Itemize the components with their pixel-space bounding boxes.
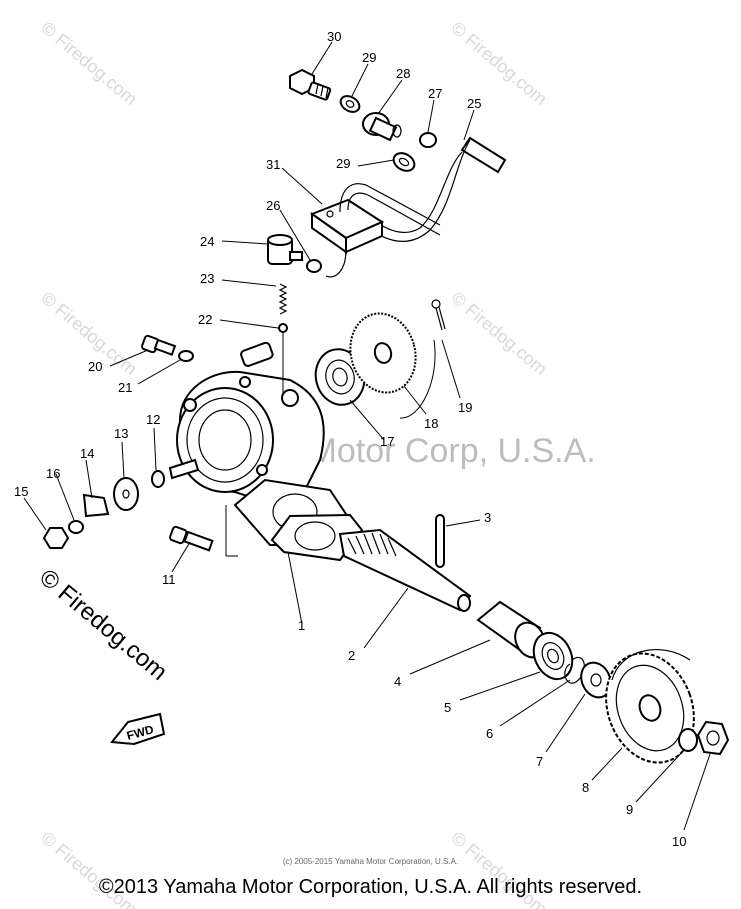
washer-part-lower (392, 152, 416, 172)
callout-labels: 30 29 28 27 25 31 29 26 24 23 22 18 19 2… (14, 29, 686, 849)
callout-4: 4 (394, 674, 401, 689)
pump-gear-part (605, 649, 695, 764)
fwd-arrow-icon: FWD (110, 712, 166, 746)
callout-25: 25 (467, 96, 481, 111)
spring-part (278, 283, 288, 315)
split-pin-part (431, 299, 446, 331)
callout-11: 11 (162, 572, 176, 587)
callout-8: 8 (582, 780, 589, 795)
callout-17: 17 (380, 434, 394, 449)
callout-5: 5 (444, 700, 451, 715)
circlip-part (564, 657, 585, 684)
shim-part (151, 470, 165, 488)
pipe-end-part (460, 136, 507, 174)
callout-29-upper: 29 (362, 50, 376, 65)
nut-part (42, 527, 70, 549)
small-copyright: (c) 2005-2015 Yamaha Motor Corporation, … (282, 857, 459, 866)
drive-shaft-part (338, 528, 472, 612)
bolt-part (169, 525, 188, 545)
dowel-pin-part (435, 514, 445, 568)
callout-29-lower: 29 (336, 156, 350, 171)
ball-bearing-part (532, 631, 574, 681)
gear-washer-part (678, 728, 698, 752)
callout-7-lower: 7 (536, 754, 543, 769)
gear-disc-part (349, 312, 417, 394)
union-fitting-part (362, 112, 402, 142)
left-fasteners (42, 334, 214, 552)
small-nut-part (419, 132, 437, 148)
watermark-topright: © Firedog.com (447, 18, 551, 109)
washer-part-upper (339, 95, 361, 113)
leader-lines (23, 41, 711, 831)
callout-16: 16 (46, 466, 60, 481)
callout-2: 2 (348, 648, 355, 663)
callout-12: 12 (146, 412, 160, 427)
callout-10: 10 (672, 834, 686, 849)
union-bolt-part (289, 68, 332, 101)
lever-part (82, 493, 110, 518)
nozzle-part (306, 259, 322, 273)
delivery-pipe-assembly (267, 68, 507, 333)
callout-31: 31 (266, 157, 280, 172)
lock-washer-part (178, 350, 194, 362)
check-ball-part (278, 323, 288, 333)
callout-28: 28 (396, 66, 410, 81)
pipe-junction-part (309, 183, 441, 278)
bleed-cap-part (267, 234, 303, 265)
callout-3: 3 (484, 510, 491, 525)
callout-30: 30 (327, 29, 341, 44)
footer-copyright: ©2013 Yamaha Motor Corporation, U.S.A. A… (98, 876, 643, 898)
watermark-topleft: © Firedog.com (37, 18, 141, 109)
watermark-large: © Firedog.com (34, 564, 172, 686)
callout-20: 20 (88, 359, 102, 374)
callout-15: 15 (14, 484, 28, 499)
callout-19: 19 (458, 400, 472, 415)
callout-27: 27 (428, 86, 442, 101)
callout-6: 6 (486, 726, 493, 741)
watermark-midright: © Firedog.com (447, 288, 551, 379)
callout-9: 9 (626, 802, 633, 817)
callout-14: 14 (80, 446, 94, 461)
callout-22: 22 (198, 312, 212, 327)
plate-washer-part (113, 477, 139, 511)
flat-washer-part (68, 520, 84, 534)
callout-21: 21 (118, 380, 132, 395)
thrust-washer-part (580, 661, 612, 699)
callout-1: 1 (298, 618, 305, 633)
callout-13: 13 (114, 426, 128, 441)
callout-23: 23 (200, 271, 214, 286)
gasket-part (270, 513, 364, 562)
callout-26: 26 (266, 198, 280, 213)
callout-24: 24 (200, 234, 214, 249)
callout-18: 18 (424, 416, 438, 431)
gear-nut-part (696, 720, 730, 756)
fwd-label: FWD (125, 722, 155, 743)
